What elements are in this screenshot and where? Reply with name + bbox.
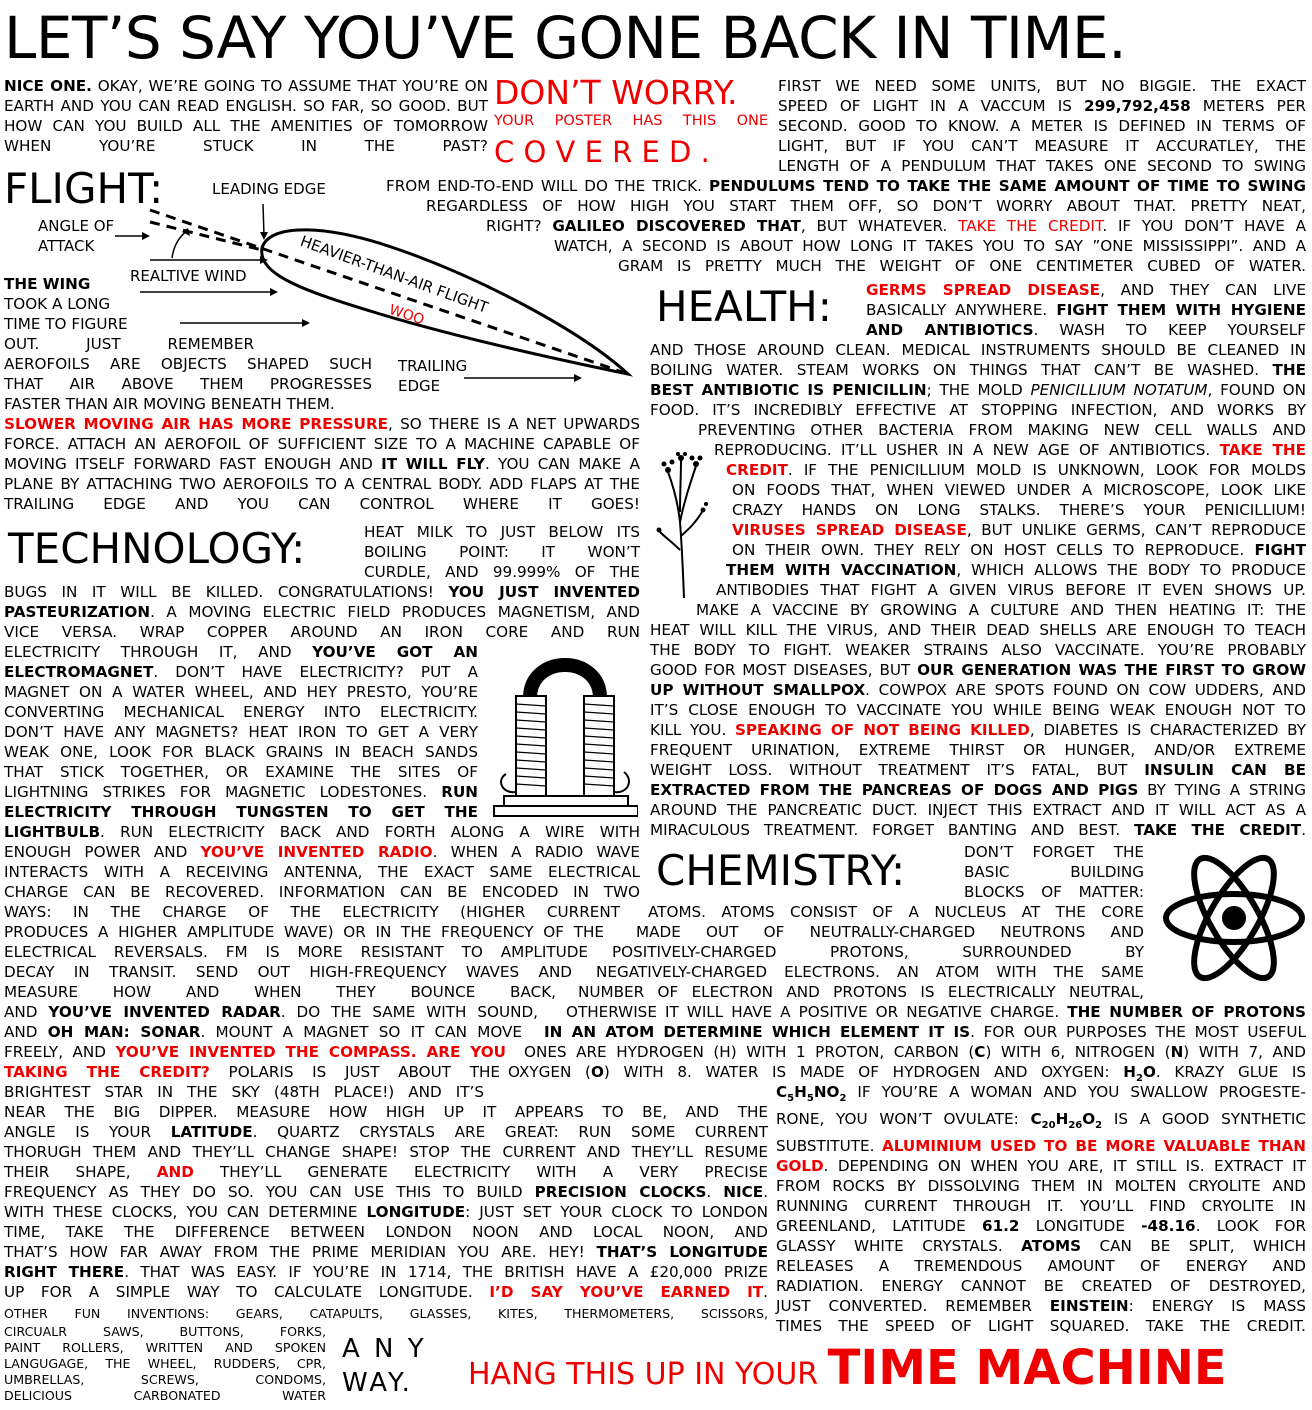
units-line: SECOND. GOOD TO KNOW. A METER IS DEFINED… <box>778 117 1306 135</box>
electromagnet-illustration <box>493 658 638 817</box>
units-line: FIRST WE NEED SOME UNITS, BUT NO BIGGIE.… <box>778 77 1306 95</box>
intro-text: OKAY, WE’RE GOING TO ASSUME THAT YOU’RE … <box>4 77 488 155</box>
health-heading: HEALTH: <box>656 282 832 331</box>
chemistry-mid: ATOMS. ATOMS CONSIST OF A NUCLEUS AT THE… <box>578 903 1144 1001</box>
dont-worry-sub: YOUR POSTER HAS THIS ONE <box>494 113 768 129</box>
intro-lead: NICE ONE. <box>4 77 92 95</box>
other-inventions: OTHER FUN INVENTIONS: GEARS, CATAPULTS, … <box>4 1306 768 1321</box>
units-line: REGARDLESS OF HOW HIGH YOU START THEM OF… <box>426 197 1306 215</box>
poster-title: LET’S SAY YOU’VE GONE BACK IN TIME. <box>4 4 1127 72</box>
units-line: WATCH, A SECOND IS ABOUT HOW LONG IT TAK… <box>554 237 1306 255</box>
dont-worry-headline: DON’T WORRY. <box>494 73 738 112</box>
chemistry-wide: OTHERWISE IT WILL HAVE A POSITIVE OR NEG… <box>508 1003 1306 1085</box>
technology-top: BUGS IN IT WILL BE KILLED. CONGRATULATIO… <box>4 583 641 641</box>
aerofoil-diagram <box>115 203 634 382</box>
health-top: GERMS SPREAD DISEASE, AND THEY CAN LIVE … <box>866 281 1307 339</box>
flight-heading: FLIGHT: <box>4 164 164 213</box>
label-relative-wind: REALTIVE WIND <box>130 267 247 285</box>
label-leading-edge: LEADING EDGE <box>212 180 326 198</box>
technology-mid: LIGHTBULB. RUN ELECTRICITY BACK AND FORT… <box>4 823 640 1101</box>
health-mid: AND THOSE AROUND CLEAN. MEDICAL INSTRUME… <box>650 341 1307 839</box>
chemistry-top: DON’T FORGET THE BASIC BUILDING BLOCKS O… <box>964 843 1144 901</box>
footer-slogan: HANG THIS UP IN YOUR TIME MACHINE <box>468 1340 1227 1396</box>
angle-arc <box>171 229 189 259</box>
chemistry-bottom: C5H5NO2 IF YOU’RE A WOMAN AND YOU SWALLO… <box>776 1083 1307 1336</box>
wing-explainer: THE WING TOOK A LONG TIME TO FIGURE OUT.… <box>4 275 372 413</box>
units-block-bottom: FROM END-TO-END WILL DO THE TRICK. PENDU… <box>386 176 1306 276</box>
units-line: FROM END-TO-END WILL DO THE TRICK. PENDU… <box>386 177 1306 195</box>
technology-narrow: ELECTRICITY THROUGH IT, AND YOU’VE GOT A… <box>4 643 479 821</box>
flight-paragraph: SLOWER MOVING AIR HAS MORE PRESSURE, SO … <box>4 415 641 513</box>
other-inventions-list: CIRCUALR SAWS, BUTTONS, FORKS, PAINT ROL… <box>4 1324 326 1403</box>
units-block-top: FIRST WE NEED SOME UNITS, BUT NO BIGGIE.… <box>778 76 1306 176</box>
chemistry-heading: CHEMISTRY: <box>656 846 906 895</box>
penicillium-illustration <box>656 452 708 598</box>
milk-block: HEAT MILK TO JUST BELOW ITS BOILING POIN… <box>364 523 640 581</box>
units-line: LENGTH OF A PENDULUM THAT TAKES ONE SECO… <box>778 157 1306 175</box>
atom-icon <box>1163 854 1305 982</box>
aerofoil-shape <box>260 228 634 377</box>
technology-heading: TECHNOLOGY: <box>8 524 306 573</box>
units-line: RIGHT? GALILEO DISCOVERED THAT, BUT WHAT… <box>486 217 1306 235</box>
intro-paragraph: NICE ONE. OKAY, WE’RE GOING TO ASSUME TH… <box>4 76 488 156</box>
units-line: SPEED OF LIGHT IN A VACCUM IS 299,792,45… <box>778 97 1306 115</box>
technology-bottom: NEAR THE BIG DIPPER. MEASURE HOW HIGH UP… <box>4 1103 769 1301</box>
units-line: LIGHT, BUT IF YOU CAN’T MEASURE IT ACCUR… <box>778 137 1306 155</box>
dont-worry-covered: C O V E R E D . <box>494 135 710 169</box>
units-line: GRAM IS PRETTY MUCH THE WEIGHT OF ONE CE… <box>618 257 1306 275</box>
wind-line <box>149 220 263 252</box>
